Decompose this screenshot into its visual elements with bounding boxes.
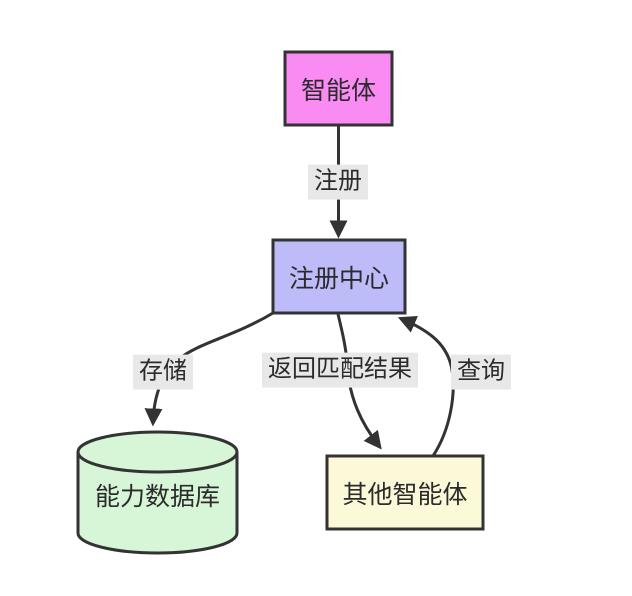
edge-return-results-label: 返回匹配结果 bbox=[262, 352, 418, 388]
cylinder-top bbox=[76, 430, 239, 474]
edge-store-label: 存储 bbox=[133, 354, 193, 390]
node-registry-label: 注册中心 bbox=[288, 264, 389, 293]
node-other-agents-label: 其他智能体 bbox=[342, 480, 468, 509]
node-capability-db bbox=[76, 430, 239, 555]
node-capability-db-label: 能力数据库 bbox=[94, 483, 220, 511]
node-registry bbox=[271, 238, 407, 315]
node-other-agents bbox=[325, 454, 485, 531]
edge-register-label: 注册 bbox=[308, 164, 368, 200]
edge-query bbox=[397, 316, 455, 458]
node-agent bbox=[283, 50, 394, 127]
edge-query-label: 查询 bbox=[451, 354, 511, 390]
node-agent-label: 智能体 bbox=[300, 76, 376, 105]
